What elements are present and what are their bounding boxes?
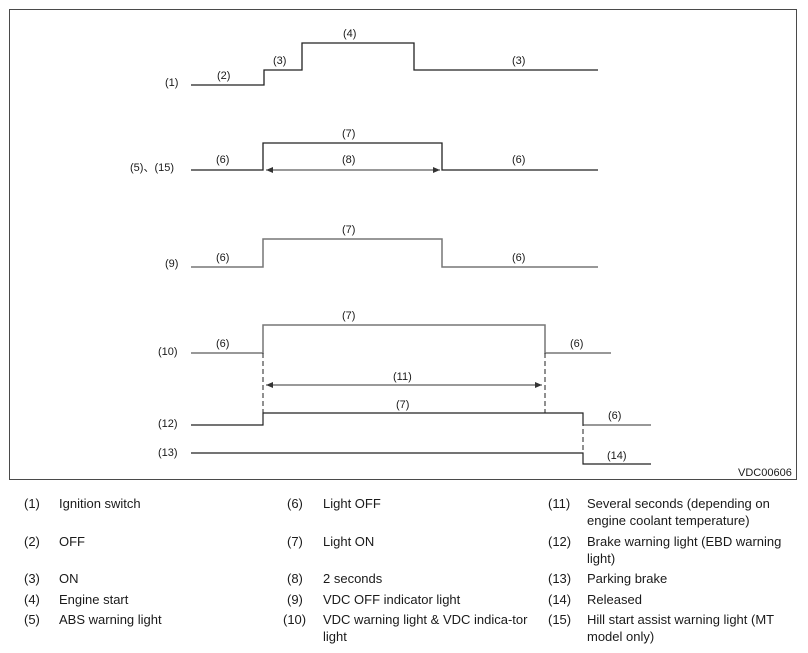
label-abs-off-a: (6) bbox=[216, 154, 229, 166]
vdc-warning-waveform bbox=[191, 324, 611, 354]
legend-text-13: Parking brake bbox=[587, 571, 668, 586]
legend-num-1: (1) bbox=[24, 496, 40, 511]
label-on-a: (3) bbox=[273, 55, 286, 67]
vdc-off-waveform bbox=[191, 238, 598, 268]
legend-text-7: Light ON bbox=[323, 534, 375, 549]
figure-code: VDC00606 bbox=[738, 467, 792, 479]
legend-text-10: VDC warning light & VDC indica-tor light bbox=[323, 612, 528, 644]
legend-num-8: (8) bbox=[287, 571, 303, 586]
timing-diagram: (1) (2) (3) (4) (3) (5)、(15) (6) (7) (8)… bbox=[130, 28, 792, 479]
ignition-switch-waveform bbox=[191, 42, 598, 86]
legend-text-11: Several seconds (depending on engine coo… bbox=[587, 496, 770, 528]
legend-text-3: ON bbox=[59, 571, 79, 586]
label-vdc-warn-on: (7) bbox=[342, 310, 355, 322]
label-released: (14) bbox=[607, 450, 627, 462]
brake-warning-waveform bbox=[191, 412, 651, 426]
legend-text-12: Brake warning light (EBD warning light) bbox=[587, 534, 782, 566]
legend-num-3: (3) bbox=[24, 571, 40, 586]
row-label-ignition-switch: (1) bbox=[165, 77, 178, 89]
row-label-vdc-warning: (10) bbox=[158, 346, 178, 358]
legend-text-6: Light OFF bbox=[323, 496, 381, 511]
abs-warning-waveform bbox=[191, 142, 598, 171]
label-abs-off-b: (6) bbox=[512, 154, 525, 166]
row-label-brake-warning: (12) bbox=[158, 418, 178, 430]
legend-num-6: (6) bbox=[287, 496, 303, 511]
label-vdc-off-off-a: (6) bbox=[216, 252, 229, 264]
legend-text-4: Engine start bbox=[59, 592, 129, 607]
row-label-abs-hill-start: (5)、(15) bbox=[130, 162, 174, 174]
label-on-b: (3) bbox=[512, 55, 525, 67]
legend-text-15: Hill start assist warning light (MT mode… bbox=[587, 612, 774, 644]
legend-num-7: (7) bbox=[287, 534, 303, 549]
legend-text-8: 2 seconds bbox=[323, 571, 383, 586]
legend-num-15: (15) bbox=[548, 612, 572, 627]
label-vdc-off-off-b: (6) bbox=[512, 252, 525, 264]
label-vdc-warn-off-b: (6) bbox=[570, 338, 583, 350]
diagram-frame bbox=[9, 9, 797, 480]
legend-text-9: VDC OFF indicator light bbox=[323, 592, 461, 607]
label-vdc-warn-off-a: (6) bbox=[216, 338, 229, 350]
label-vdc-off-on: (7) bbox=[342, 224, 355, 236]
legend-num-11: (11) bbox=[548, 496, 571, 511]
label-engine-start: (4) bbox=[343, 28, 356, 40]
legend-num-2: (2) bbox=[24, 534, 40, 549]
legend-num-14: (14) bbox=[548, 592, 572, 607]
legend-num-5: (5) bbox=[24, 612, 40, 627]
row-label-parking-brake: (13) bbox=[158, 447, 178, 459]
legend-num-4: (4) bbox=[24, 592, 40, 607]
label-abs-on: (7) bbox=[342, 128, 355, 140]
legend-num-9: (9) bbox=[287, 592, 303, 607]
legend-num-13: (13) bbox=[548, 571, 572, 586]
label-off: (2) bbox=[217, 70, 230, 82]
label-several-seconds: (11) bbox=[393, 371, 412, 383]
legend-text-2: OFF bbox=[59, 534, 85, 549]
legend-text-1: Ignition switch bbox=[59, 496, 141, 511]
legend-text-5: ABS warning light bbox=[59, 612, 162, 627]
row-label-vdc-off: (9) bbox=[165, 258, 178, 270]
legend-num-12: (12) bbox=[548, 534, 572, 549]
label-two-seconds: (8) bbox=[342, 154, 355, 166]
legend-num-10: (10) bbox=[283, 612, 307, 627]
label-brake-off: (6) bbox=[608, 410, 621, 422]
legend-text-14: Released bbox=[587, 592, 642, 607]
label-brake-on: (7) bbox=[396, 399, 409, 411]
parking-brake-waveform bbox=[191, 452, 651, 465]
